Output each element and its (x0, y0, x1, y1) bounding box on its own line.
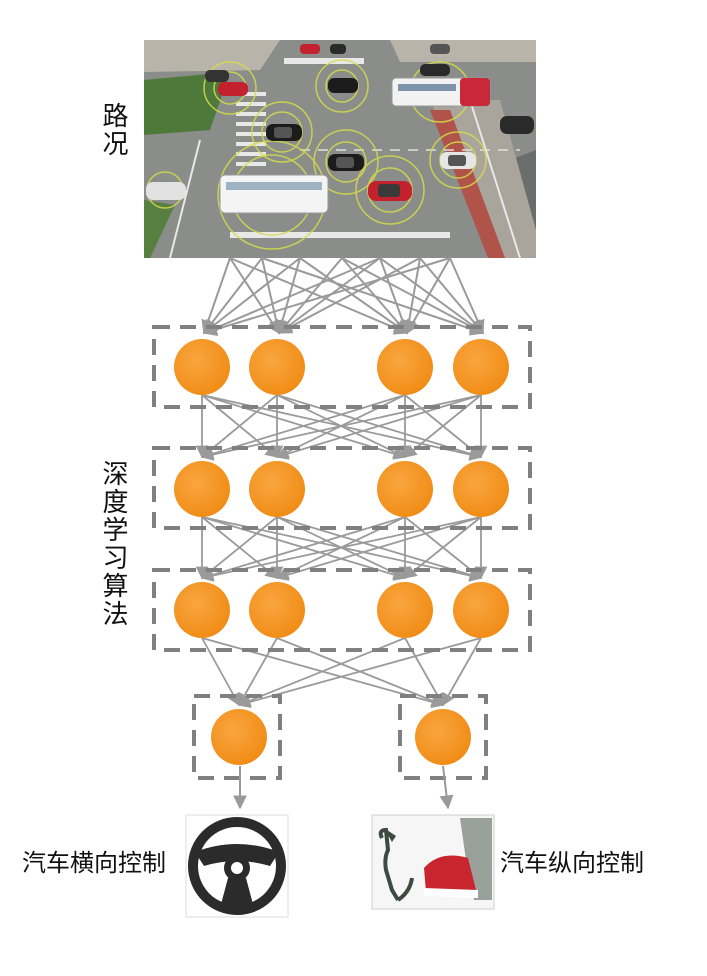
input-edge (379, 257, 410, 335)
gas-pedal-icon (371, 814, 495, 910)
layer-edge (404, 516, 482, 579)
longitudinal-control-label: 汽车纵向控制 (500, 849, 644, 877)
arrow-to-pedal (439, 765, 454, 810)
layer-2-box (152, 446, 532, 530)
layer-edges (195, 394, 488, 709)
input-edge (299, 257, 409, 334)
layer-edge (237, 637, 482, 709)
node-layer3-2 (249, 582, 305, 638)
node-layer1-4 (453, 339, 509, 395)
layer-3-box (152, 568, 532, 652)
node-layer2-4 (453, 461, 509, 517)
node-layer2-1 (174, 461, 230, 517)
deep-learning-algorithm-label: 深度学习算法 (98, 460, 128, 628)
input-edge (229, 257, 409, 335)
road-condition-label: 路况 (98, 102, 128, 158)
node-layer2-2 (249, 461, 305, 517)
layer-1-box (152, 325, 532, 409)
node-layer2-3 (377, 461, 433, 517)
input-edge (202, 257, 451, 337)
node-layer1-2 (249, 339, 305, 395)
node-layer1-1 (174, 339, 230, 395)
layer-edge (275, 516, 482, 581)
input-edge (277, 257, 421, 334)
output-left-box (192, 694, 282, 780)
layer-edge (201, 637, 240, 707)
node-layer4-1 (211, 709, 267, 765)
input-edges (201, 257, 485, 337)
input-edge (261, 257, 485, 336)
road-scene-image (144, 40, 536, 259)
node-layer1-3 (377, 339, 433, 395)
output-right-box (398, 694, 488, 780)
layer-edge (201, 516, 278, 579)
node-layer3-1 (174, 582, 230, 638)
node-layer4-2 (415, 709, 471, 765)
node-layer3-3 (377, 582, 433, 638)
layer-boxes (152, 325, 532, 780)
input-edge (406, 257, 451, 335)
layer-edge (200, 516, 406, 581)
node-layer3-4 (453, 582, 509, 638)
input-edge (449, 257, 485, 335)
input-edge (202, 257, 301, 334)
steering-wheel-icon (185, 814, 289, 918)
input-edge (278, 257, 343, 335)
layer-edge (442, 637, 482, 707)
lateral-control-label: 汽车横向控制 (22, 849, 166, 877)
input-edge (202, 257, 381, 335)
network-nodes (174, 339, 509, 765)
